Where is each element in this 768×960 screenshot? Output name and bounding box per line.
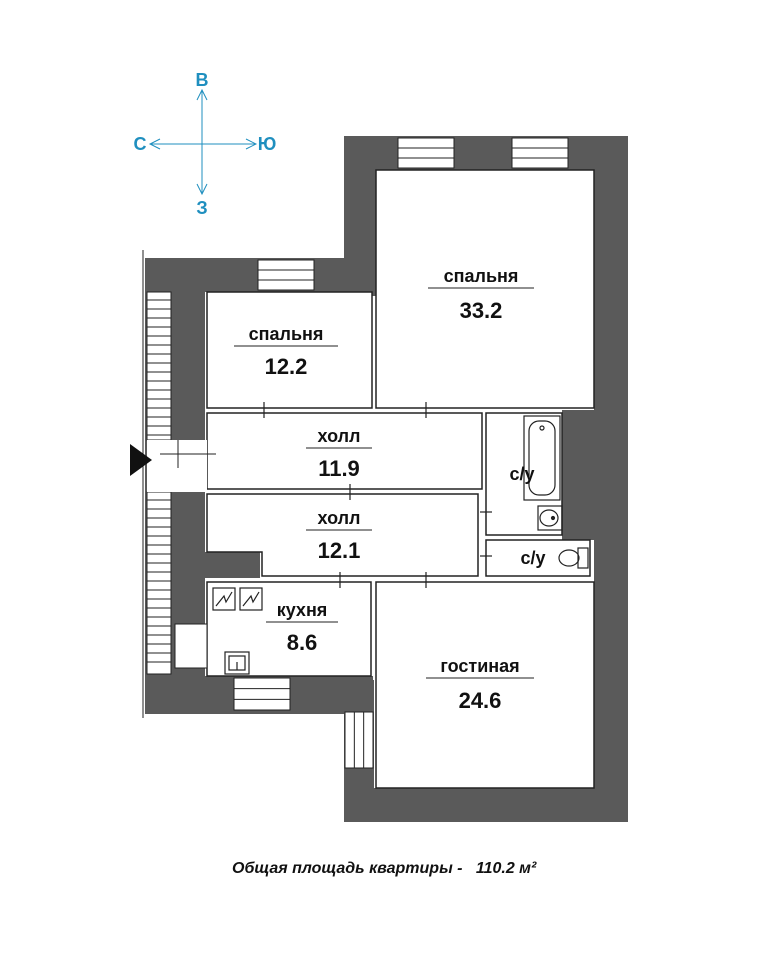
total-area-value: 110.2 м² xyxy=(475,860,537,877)
windows xyxy=(233,137,569,769)
room-bedroom-small xyxy=(206,291,373,409)
window-lines xyxy=(234,147,568,768)
label-kitchen-name: кухня xyxy=(277,600,328,620)
label-bedroom-small-name: спальня xyxy=(249,324,324,344)
compass: В З С Ю xyxy=(134,70,277,218)
room-labels: спальня 33.2 спальня 12.2 холл 11.9 холл… xyxy=(234,266,546,713)
wall-bottom-right xyxy=(344,788,628,822)
stove xyxy=(212,587,263,611)
total-area-caption: Общая площадь квартиры - 110.2 м² xyxy=(232,860,536,878)
stair-lower xyxy=(146,491,172,675)
label-living-name: гостиная xyxy=(440,656,519,676)
room-bath-2 xyxy=(485,539,591,577)
room-hall-upper xyxy=(206,412,483,490)
room-bedroom-large xyxy=(375,169,595,409)
room-hall-lower xyxy=(206,493,479,577)
label-bedroom-large-name: спальня xyxy=(444,266,519,286)
kitchen-sink xyxy=(224,651,250,675)
label-hall-upper-area: 11.9 xyxy=(318,456,360,481)
label-bath-1-name: с/у xyxy=(509,464,534,484)
stair-steps xyxy=(147,299,171,663)
wall-inner-lower xyxy=(205,552,260,578)
compass-east: Ю xyxy=(258,134,277,154)
label-bedroom-small-area: 12.2 xyxy=(265,354,308,379)
label-hall-lower-area: 12.1 xyxy=(318,538,361,563)
label-living-area: 24.6 xyxy=(459,688,502,713)
window-bedroom-large-1 xyxy=(397,137,455,169)
stair-upper xyxy=(146,291,172,441)
kitchen-side-opening xyxy=(174,623,208,669)
toilet xyxy=(558,547,589,569)
compass-south: З xyxy=(196,198,207,218)
sink xyxy=(537,505,563,531)
total-area-label: Общая площадь квартиры - xyxy=(232,860,463,877)
wall-top-right xyxy=(344,136,628,170)
bathtub xyxy=(523,415,561,501)
label-hall-upper-name: холл xyxy=(318,426,361,446)
window-kitchen xyxy=(233,677,291,711)
label-hall-lower-name: холл xyxy=(318,508,361,528)
entrance-arrow xyxy=(130,444,152,476)
door-marks xyxy=(263,402,492,588)
window-living xyxy=(344,711,374,769)
window-bedroom-large-2 xyxy=(511,137,569,169)
label-bedroom-large-area: 33.2 xyxy=(460,298,503,323)
entry-opening xyxy=(147,440,207,492)
wall-right xyxy=(594,136,628,822)
room-living xyxy=(375,581,595,789)
compass-north: В xyxy=(196,70,209,90)
window-bedroom-small xyxy=(257,259,315,291)
wall-bath-pillar xyxy=(562,410,596,540)
label-bath-2-name: с/у xyxy=(520,548,545,568)
label-kitchen-area: 8.6 xyxy=(287,630,318,655)
compass-west: С xyxy=(134,134,147,154)
